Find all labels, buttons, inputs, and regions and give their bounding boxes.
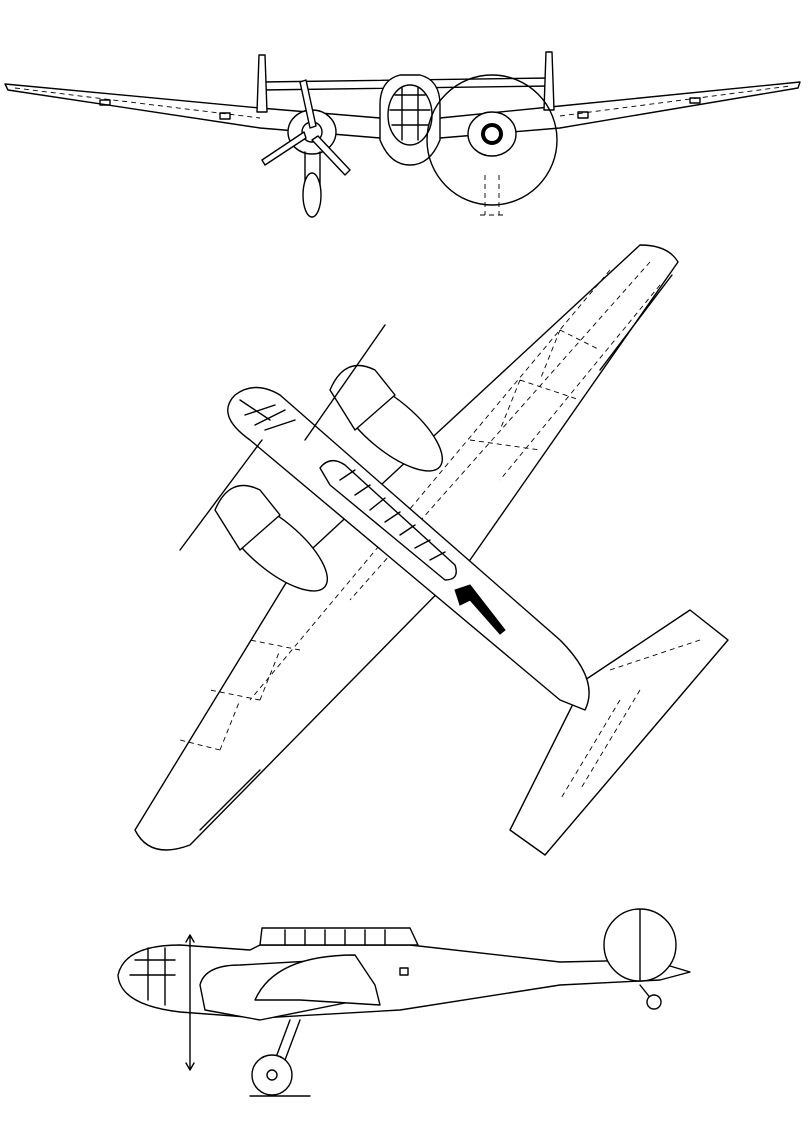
front-engine-right [467,111,517,157]
front-glazing-frames [389,87,431,141]
front-aileron-left [99,99,111,106]
side-canopy-frames [284,929,386,946]
side-main-gear [274,1019,301,1061]
front-flap-right [577,111,589,119]
side-tail-wheel [646,994,662,1010]
front-aileron-right [689,97,701,104]
front-fin-right [543,51,555,111]
top-wing-spar-dash [249,261,661,701]
top-aileron-line [199,274,673,831]
front-propeller [261,79,351,176]
side-view [117,908,691,1097]
front-gear-right-retracted [480,175,505,216]
side-nose-frames [129,947,176,1006]
front-prop-disc [426,74,558,206]
side-main-wheel [251,1054,293,1096]
top-canopy-frames [339,469,446,561]
front-fin-left [256,54,268,113]
side-canopy [259,927,419,946]
top-gun [454,584,506,635]
top-prop-arc-upper [304,324,386,441]
top-engine-lower [214,484,281,551]
side-main-hub [266,1069,278,1081]
top-tailplane [509,609,729,856]
front-fuselage [379,74,441,166]
side-wing [254,954,381,1006]
top-prop-arc-lower [179,439,263,551]
top-view [134,244,729,856]
front-view [4,51,801,218]
front-wing-dash [14,85,791,119]
side-prop-arrow [185,934,195,1071]
top-cockpit-frames [239,399,296,431]
top-wing-rib-dash [179,329,601,751]
side-window [399,967,409,976]
front-wheel-left [302,172,322,218]
top-tail-dash [559,639,701,801]
front-spinner-right [481,123,503,145]
front-flap-left [219,112,231,120]
